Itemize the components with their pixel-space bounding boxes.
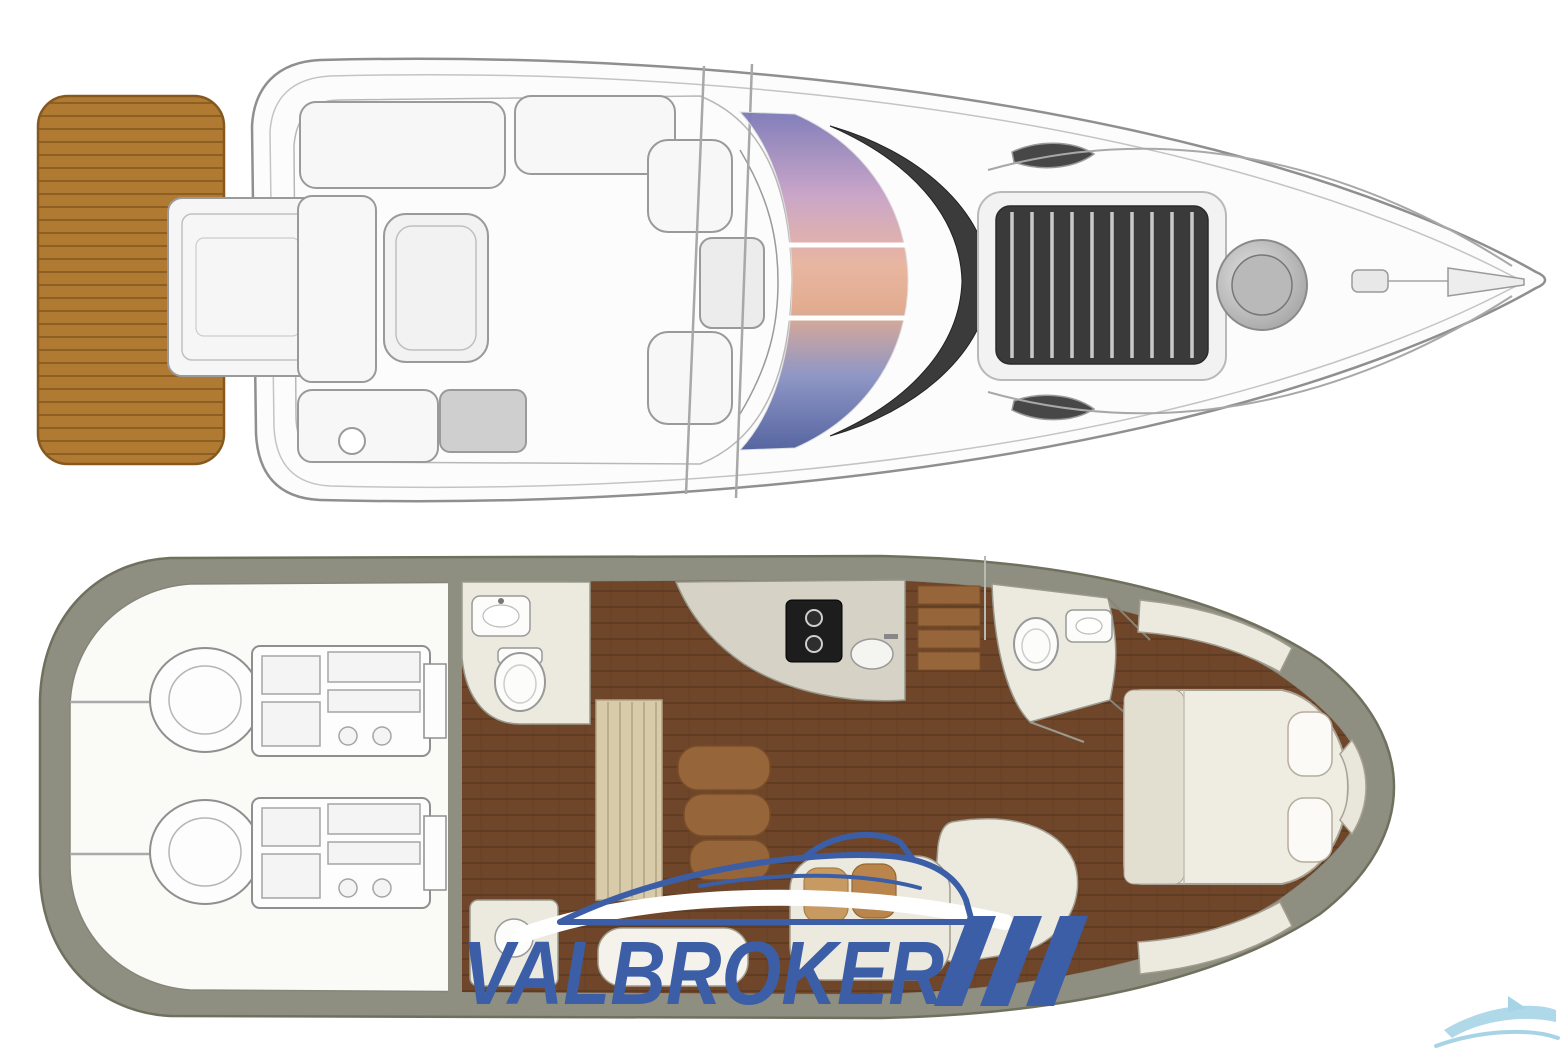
bow-deck-lines bbox=[987, 147, 1513, 415]
bow-hatch-circle bbox=[1216, 239, 1308, 331]
vberth-bed bbox=[1123, 689, 1350, 885]
deck-vent-starboard bbox=[1011, 394, 1096, 421]
mid-cabin-berth bbox=[595, 699, 663, 901]
side-bench bbox=[297, 195, 377, 383]
corner-logo-wave bbox=[1434, 1029, 1560, 1048]
helm-console bbox=[699, 237, 765, 329]
cockpit-table bbox=[383, 213, 489, 363]
windlass bbox=[1351, 269, 1389, 293]
cooktop bbox=[785, 599, 843, 663]
corner-logo-flag bbox=[1508, 996, 1526, 1012]
bow-seat-starboard bbox=[1137, 900, 1293, 975]
hull-rubrail bbox=[269, 73, 1521, 489]
exterior-deck-plan bbox=[36, 57, 1547, 503]
door-line bbox=[1029, 721, 1085, 743]
radar-arch-leg-aft bbox=[684, 65, 706, 495]
pillow bbox=[1287, 711, 1333, 777]
toilet bbox=[1013, 617, 1059, 671]
sink bbox=[1065, 609, 1113, 643]
anchor-locker bbox=[1447, 267, 1525, 297]
bow-seat-port bbox=[1137, 599, 1293, 674]
watermark-boat-logo bbox=[557, 831, 975, 925]
galley-sink bbox=[850, 634, 898, 670]
cockpit-coaming bbox=[293, 95, 793, 465]
companionway-steps bbox=[677, 745, 771, 881]
blanket bbox=[1123, 689, 1185, 885]
bow-cabin bbox=[1123, 599, 1367, 975]
stern-bench bbox=[297, 389, 439, 463]
engine-room-bulkhead bbox=[448, 580, 462, 994]
lower-bench bbox=[597, 927, 749, 987]
salon-wood-floor bbox=[460, 580, 1366, 994]
head-compartment-forward bbox=[991, 583, 1117, 743]
head-compartment-aft bbox=[461, 581, 591, 725]
corner-logo bbox=[1434, 996, 1560, 1048]
bow-locker bbox=[1339, 738, 1367, 836]
galley bbox=[674, 579, 906, 702]
watermark: VALBROKER bbox=[462, 831, 1088, 1024]
corner-logo-hull bbox=[1444, 1005, 1556, 1038]
cockpit-round-hatch bbox=[338, 427, 366, 455]
sink bbox=[471, 595, 531, 637]
engine-port bbox=[149, 645, 447, 757]
interior-lower-deck-plan bbox=[38, 554, 1396, 1020]
sunroof-glass bbox=[738, 111, 909, 451]
engine-room bbox=[70, 645, 447, 909]
radar-arch-leg-fwd bbox=[734, 63, 754, 499]
aft-sunbed bbox=[299, 101, 506, 189]
dashboard-arc bbox=[739, 149, 779, 415]
wet-bar bbox=[439, 389, 527, 453]
aft-settee bbox=[514, 95, 676, 175]
helm-seat-port bbox=[647, 139, 733, 233]
engine-starboard bbox=[149, 797, 447, 909]
watermark-text: VALBROKER bbox=[462, 924, 944, 1024]
foredeck-sunpad bbox=[995, 205, 1209, 365]
entry-steps bbox=[917, 585, 981, 671]
cockpit-seating bbox=[297, 95, 733, 463]
toilet bbox=[494, 647, 546, 712]
pillow bbox=[1287, 797, 1333, 863]
watermark-slashes bbox=[934, 916, 1088, 1006]
windshield-frame bbox=[829, 125, 991, 437]
